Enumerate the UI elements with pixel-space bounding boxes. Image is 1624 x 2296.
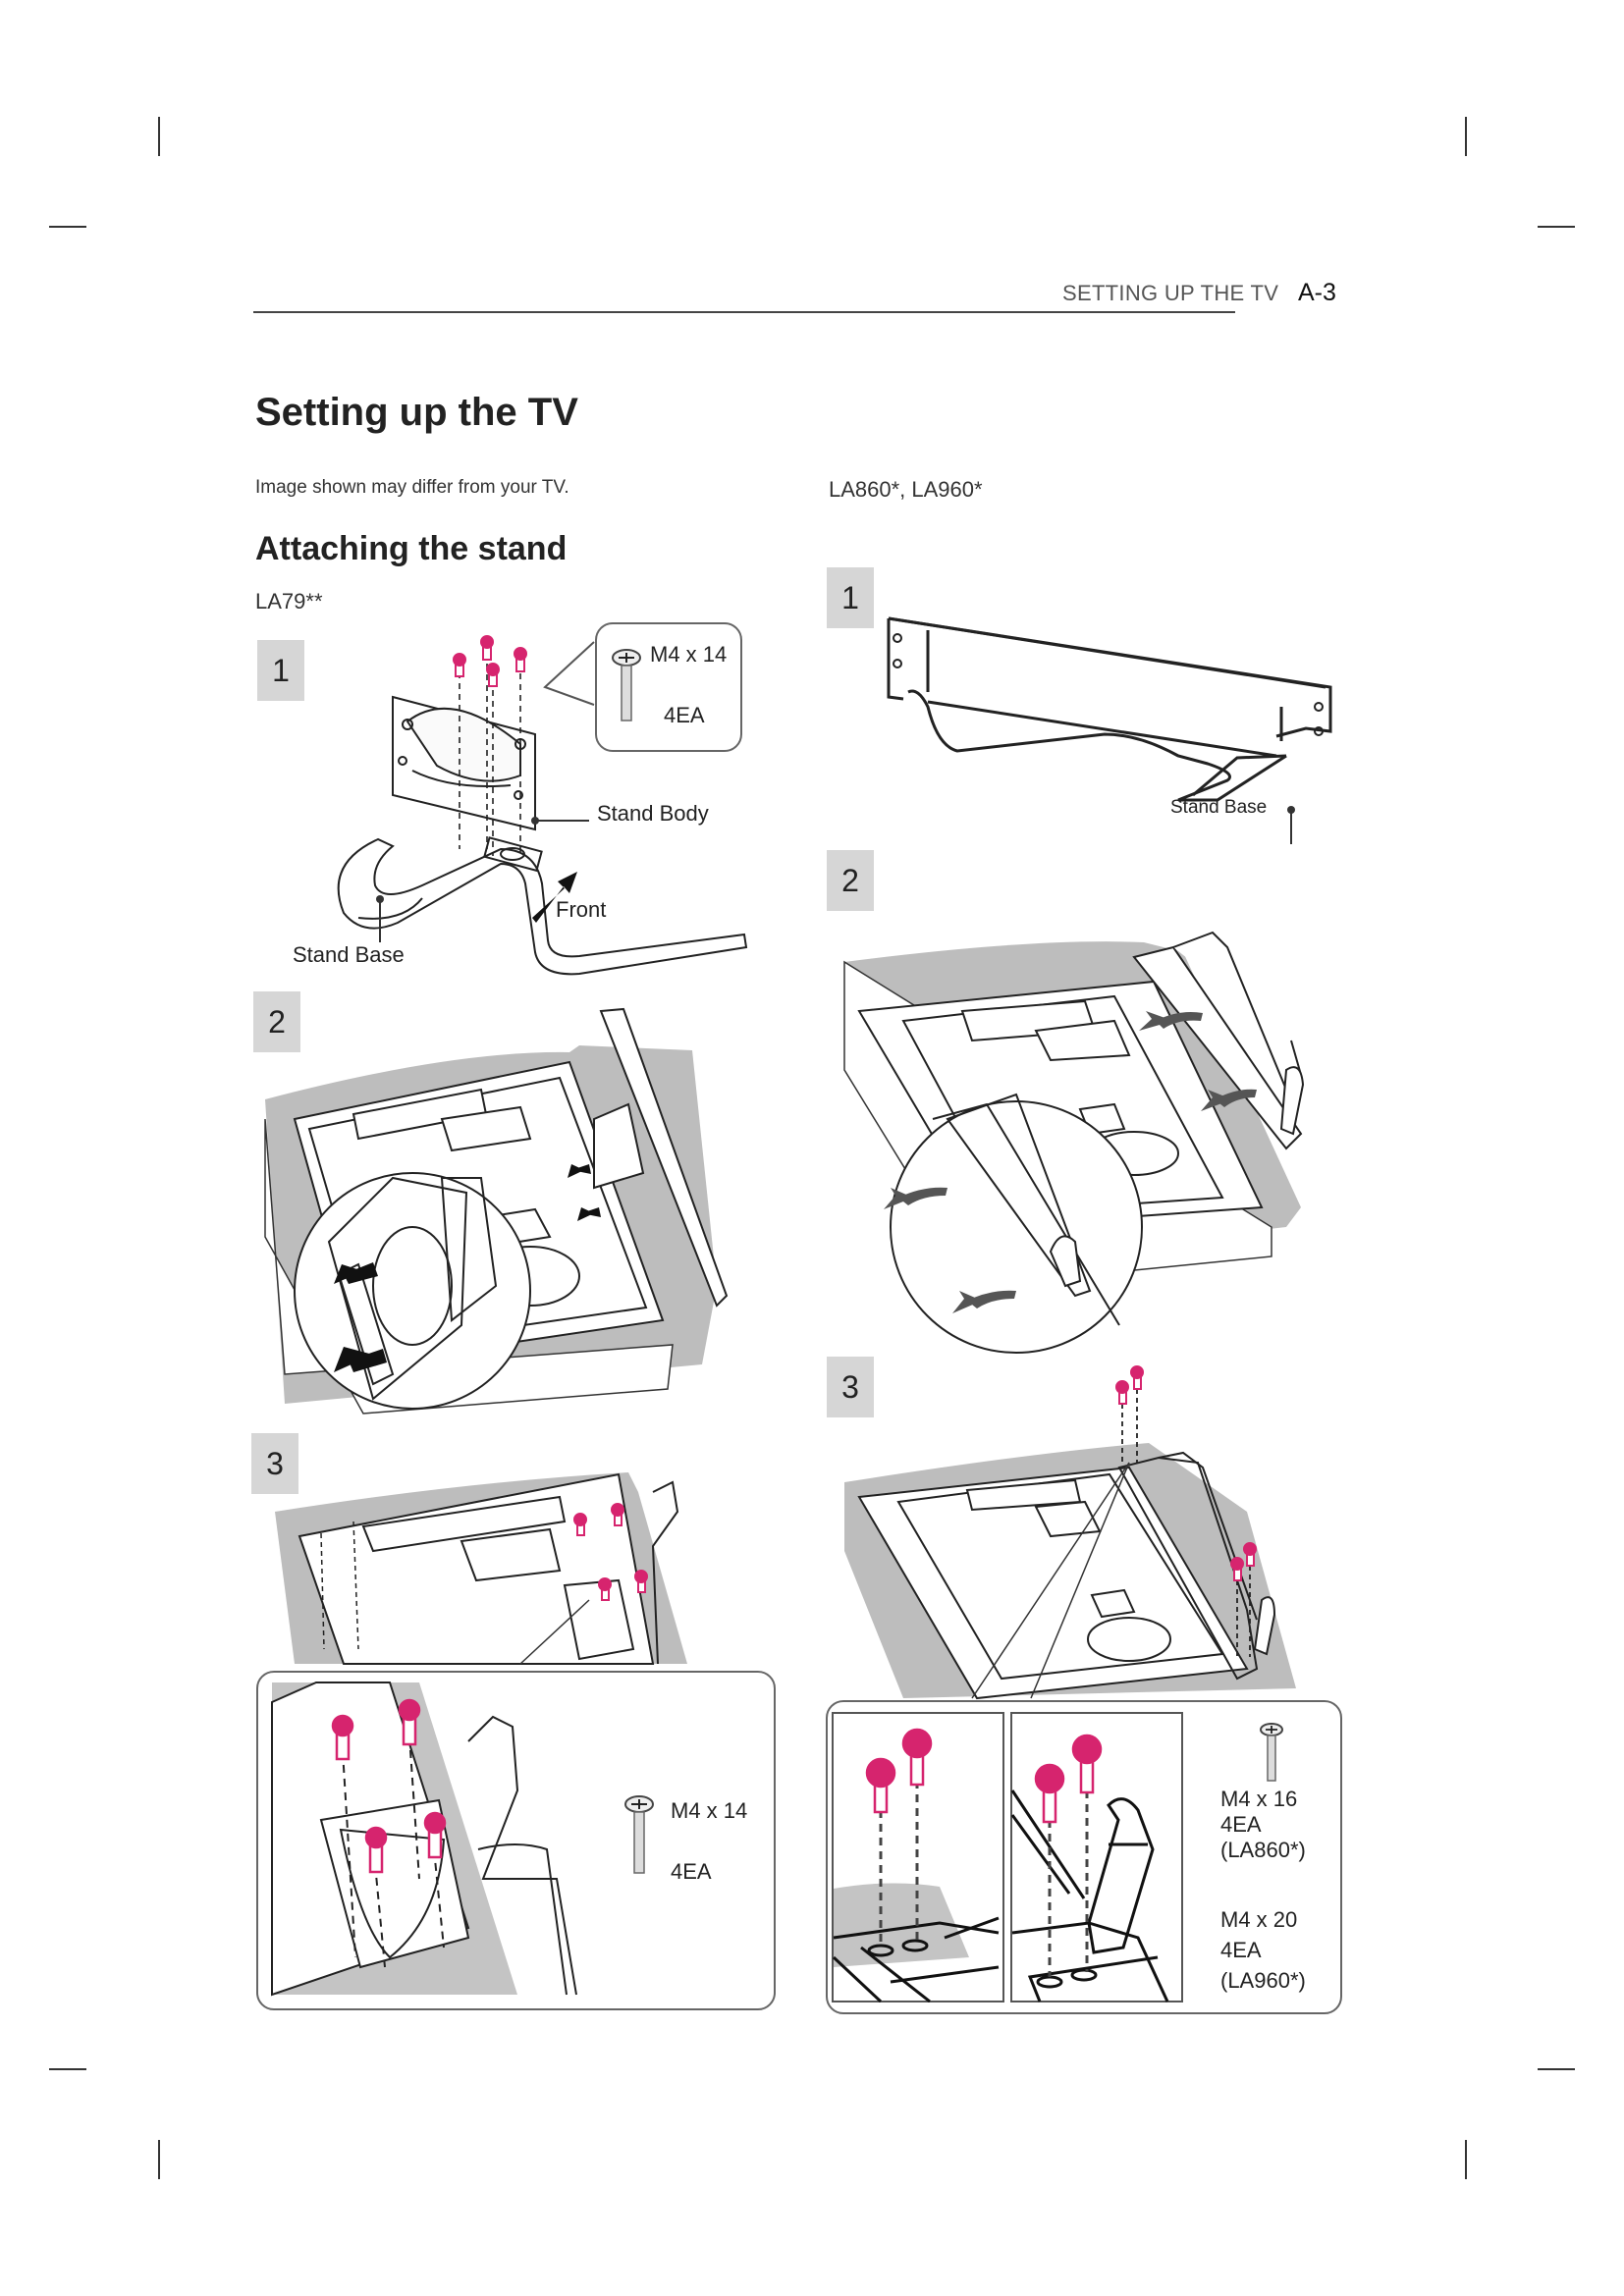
screw-quantity: 4EA [1220,1812,1262,1837]
crop-mark [1538,226,1575,228]
step-badge-right-3: 3 [827,1357,874,1417]
crop-mark [1538,2068,1575,2070]
stand-detail-illustration-la860 [832,1712,1004,2003]
step-badge-left-1: 1 [257,640,304,701]
image-disclaimer: Image shown may differ from your TV. [255,477,569,498]
screw-spec: M4 x 14 [671,1798,748,1823]
screw-spec: M4 x 20 [1220,1907,1298,1932]
model-label-right: LA860*, LA960* [829,477,983,502]
tv-back-illustration-right-2 [843,931,1305,1354]
screw-spec-la860: M4 x 16 4EA (LA860*) [1220,1787,1306,1863]
screw-icons [1034,1734,1103,1824]
screw-icons [573,1503,648,1601]
step-badge-left-3: 3 [251,1433,298,1494]
screw-callout-left-1: M4 x 14 4EA [595,622,742,752]
stand-base-shape [337,837,748,976]
screw-icon [612,649,641,721]
stand-assembly-illustration-left-1 [337,635,748,976]
screw-icons [865,1728,933,1814]
step-badge-left-2: 2 [253,991,300,1052]
stand-detail-illustration-la960 [1010,1712,1183,2002]
screw-spec: M4 x 14 [650,642,728,667]
crop-mark [49,226,86,228]
step-badge-right-2: 2 [827,850,874,911]
header-rule [253,311,1235,313]
screw-model: (LA860*) [1220,1838,1306,1862]
screw-icon [624,1795,654,1874]
detail-callout-right-3: M4 x 16 4EA (LA860*) M4 x 20 4EA (LA960*… [826,1700,1342,2014]
label-stand-base: Stand Base [293,942,405,967]
tv-back-illustration-left-3 [275,1472,687,1665]
detail-callout-left-3: M4 x 14 4EA [256,1671,776,2010]
crop-mark [158,2140,160,2179]
tv-back-illustration-right-3 [844,1365,1296,1700]
stand-base-illustration-right-1 [887,616,1332,844]
tv-back-illustration-left-2 [264,1007,729,1415]
step-badge-right-1: 1 [827,567,874,628]
screw-quantity: 4EA [1220,1938,1262,1962]
crop-mark [49,2068,86,2070]
screw-icon [1260,1723,1283,1782]
front-arrow [532,872,577,923]
model-label-left: LA79** [255,589,323,614]
screw-quantity: 4EA [664,703,705,727]
screw-model: (LA960*) [1220,1968,1306,1993]
label-stand-body: Stand Body [597,801,709,826]
stand-detail-illustration [271,1682,577,1997]
screw-quantity: 4EA [671,1859,712,1884]
crop-mark [158,117,160,156]
direction-arrows [334,1164,601,1372]
screw-icons [453,635,527,687]
crop-mark [1465,2140,1467,2179]
direction-arrows [884,1011,1257,1313]
label-stand-base: Stand Base [1170,797,1268,818]
screw-spec-la960: M4 x 20 4EA (LA960*) [1220,1904,1306,1996]
crop-mark [1465,117,1467,156]
screw-spec: M4 x 16 [1220,1787,1298,1811]
screw-icons [1115,1365,1257,1581]
label-front: Front [556,897,607,922]
screw-icons [331,1698,447,1874]
page-title: Setting up the TV [255,391,578,434]
section-title: Attaching the stand [255,530,568,567]
running-header-section: SETTING UP THE TV [1062,281,1279,305]
page-number: A-3 [1298,279,1336,306]
